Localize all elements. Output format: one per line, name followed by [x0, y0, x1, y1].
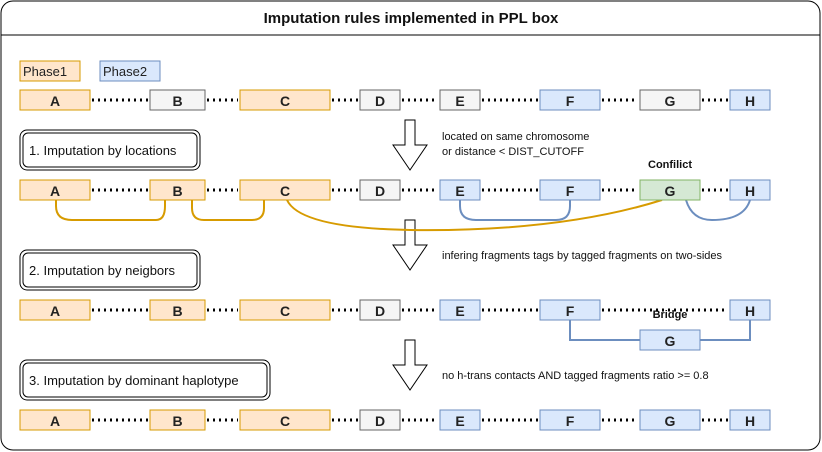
fragment-h-box: [729, 409, 771, 431]
fragment-b-box: [149, 89, 206, 111]
step-2-label: 2. Imputation by neigbors: [29, 263, 175, 278]
fragment-d-label: D: [375, 303, 385, 319]
fragment-d-box: [359, 409, 401, 431]
fragment-g-box: [639, 179, 701, 201]
bridge-fragment-g: G: [639, 329, 701, 351]
fragment-b-label: B: [172, 303, 182, 319]
step-3-label: 3. Imputation by dominant haplotype: [29, 373, 239, 388]
fragment-g-box: [639, 409, 701, 431]
fragment-a-box: [19, 179, 91, 201]
fragment-c-label: C: [280, 93, 290, 109]
fragment-a-box: [19, 409, 91, 431]
fragment-d-box: [359, 299, 401, 321]
down-arrow-2: [392, 219, 428, 271]
fragment-b-box: [149, 409, 206, 431]
legend-phase1-label: Phase1: [23, 64, 67, 79]
fragment-a-label: A: [50, 413, 60, 429]
fragment-row-1: A B C D E F G H: [19, 89, 771, 111]
fragment-f-box: [539, 299, 601, 321]
fragment-f-label: F: [566, 183, 575, 199]
fragment-g-box: [639, 89, 701, 111]
step-2-box: 2. Imputation by neigbors: [19, 249, 201, 291]
fragment-e-label: E: [455, 413, 464, 429]
fragment-g-label: G: [665, 93, 676, 109]
bridge-label: Bridge: [653, 309, 688, 321]
fragment-d-label: D: [375, 183, 385, 199]
fragment-e-label: E: [455, 183, 464, 199]
step-1-label: 1. Imputation by locations: [29, 143, 177, 158]
fragment-e-box: [439, 89, 481, 111]
step-1-note-line-1: located on same chromosome: [442, 131, 589, 143]
arc-g-h: [685, 199, 751, 222]
diagram-title: Imputation rules implemented in PPL box: [264, 10, 559, 27]
legend-phase2-swatch: [99, 60, 161, 82]
fragment-e-box: [439, 409, 481, 431]
fragment-a-box: [19, 89, 91, 111]
bridge-connector-g-h: [700, 320, 751, 341]
bridge-connector-f-g: [569, 320, 640, 341]
fragment-g-label: G: [665, 183, 676, 199]
fragment-f-label: F: [566, 303, 575, 319]
fragment-a-label: A: [50, 303, 60, 319]
fragment-h-box: [729, 179, 771, 201]
fragment-c-label: C: [280, 303, 290, 319]
fragment-e-label: E: [455, 303, 464, 319]
fragment-d-label: D: [375, 93, 385, 109]
fragment-a-box: [19, 299, 91, 321]
fragment-b-box: [149, 179, 206, 201]
fragment-row-4: A B C D E F G H: [19, 409, 771, 431]
step-3-note: no h-trans contacts AND tagged fragments…: [442, 370, 709, 382]
fragment-e-label: E: [455, 93, 464, 109]
fragment-g-label: G: [665, 413, 676, 429]
step-2-note: infering fragments tags by tagged fragme…: [442, 250, 723, 262]
step-3-box: 3. Imputation by dominant haplotype: [19, 359, 271, 401]
fragment-h-label: H: [745, 93, 755, 109]
fragment-h-box: [729, 89, 771, 111]
arc-e-f: [459, 200, 571, 221]
down-arrow-1: [392, 119, 428, 171]
fragment-h-label: H: [745, 183, 755, 199]
fragment-rows: A B C D E F G H A B C D E F G H A B C D E F H A B C D E F G H: [19, 89, 771, 431]
fragment-b-label: B: [172, 183, 182, 199]
fragment-h-label: H: [745, 303, 755, 319]
arc-b-c: [191, 200, 265, 221]
fragment-row-2: A B C D E F G H: [19, 179, 771, 201]
fragment-h-label: H: [745, 413, 755, 429]
bridge-fragment-g-label: G: [665, 333, 676, 349]
fragment-f-label: F: [566, 413, 575, 429]
fragment-d-box: [359, 179, 401, 201]
fragment-d-box: [359, 89, 401, 111]
fragment-f-label: F: [566, 93, 575, 109]
fragment-c-label: C: [280, 183, 290, 199]
step-1-note-line-2: or distance < DIST_CUTOFF: [442, 146, 584, 158]
fragment-c-box: [239, 89, 331, 111]
legend-phase2-label: Phase2: [103, 64, 147, 79]
fragment-d-label: D: [375, 413, 385, 429]
legend-phase1-swatch: [19, 60, 81, 82]
fragment-f-box: [539, 409, 601, 431]
fragment-c-box: [239, 409, 331, 431]
fragment-e-box: [439, 179, 481, 201]
fragment-c-label: C: [280, 413, 290, 429]
fragment-f-box: [539, 89, 601, 111]
fragment-e-box: [439, 299, 481, 321]
arc-a-b: [55, 200, 166, 221]
fragment-b-label: B: [172, 93, 182, 109]
fragment-b-label: B: [172, 413, 182, 429]
fragment-a-label: A: [50, 93, 60, 109]
step-1-box: 1. Imputation by locations: [19, 129, 201, 171]
fragment-f-box: [539, 179, 601, 201]
conflict-label: Confilict: [648, 159, 692, 171]
fragment-h-box: [729, 299, 771, 321]
fragment-a-label: A: [50, 183, 60, 199]
down-arrow-3: [392, 339, 428, 391]
arc-c-g: [286, 199, 663, 232]
fragment-c-box: [239, 299, 331, 321]
fragment-c-box: [239, 179, 331, 201]
fragment-b-box: [149, 299, 206, 321]
